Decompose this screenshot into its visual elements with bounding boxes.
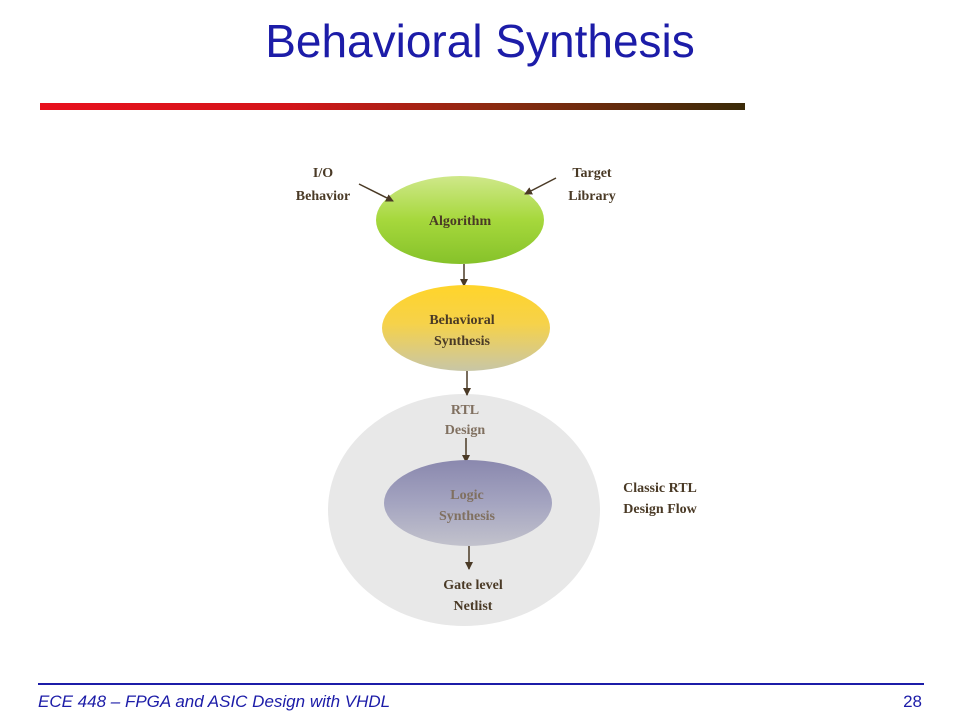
behavioral-synthesis-label-line2: Synthesis (434, 334, 491, 349)
slide-number: 28 (903, 692, 922, 711)
gate-level-netlist-label-line1: Gate level (443, 578, 503, 593)
io-behavior-label-line1: I/O (313, 166, 333, 181)
footer-divider (38, 683, 924, 685)
algorithm-label: Algorithm (429, 214, 492, 229)
gate-level-netlist-label-line2: Netlist (454, 599, 493, 614)
logic-synthesis-node (384, 460, 552, 546)
rtl-design-label-line2: Design (445, 423, 486, 438)
algorithm-node (376, 176, 544, 264)
classic-rtl-flow-label-line2: Design Flow (623, 502, 697, 517)
target-library-arrow (524, 177, 557, 195)
title-underline (40, 103, 745, 110)
logic-synthesis-label-line1: Logic (450, 488, 483, 503)
logic-synthesis-label-line2: Synthesis (439, 509, 496, 524)
footer-course-title: ECE 448 – FPGA and ASIC Design with VHDL (38, 692, 391, 711)
behavioral-synthesis-label-line1: Behavioral (429, 313, 494, 328)
slide-title: Behavioral Synthesis (265, 15, 695, 67)
target-library-label-line1: Target (572, 166, 611, 181)
target-library-label-line2: Library (568, 189, 615, 204)
classic-rtl-flow-label-line1: Classic RTL (623, 481, 697, 496)
rtl-design-label-line1: RTL (451, 403, 479, 418)
behavioral-synthesis-node (382, 285, 550, 371)
io-behavior-arrow (358, 183, 394, 202)
io-behavior-label-line2: Behavior (296, 189, 350, 204)
